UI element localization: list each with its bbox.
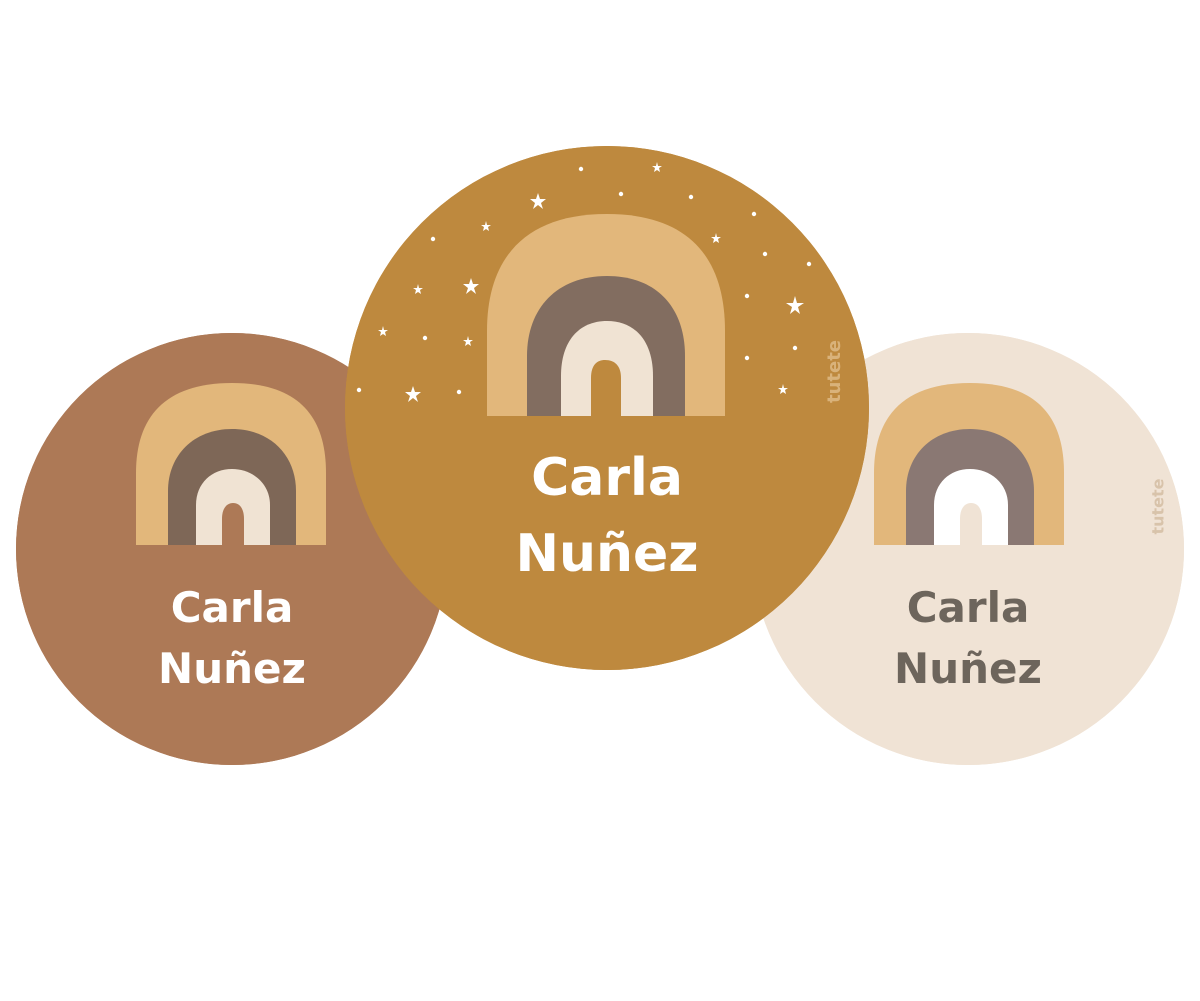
rainbow-icon	[345, 146, 869, 670]
sticker-name-line1: Carla	[531, 448, 683, 508]
sticker-center: tutete Carla Nuñez	[345, 146, 869, 670]
sticker-name-line2: Nuñez	[158, 644, 306, 693]
sticker-name-line2: Nuñez	[894, 644, 1042, 693]
sticker-name-line2: Nuñez	[515, 524, 699, 584]
stars-decoration	[356, 162, 812, 402]
sticker-name-line1: Carla	[170, 583, 294, 632]
sticker-name-line1: Carla	[906, 583, 1030, 632]
brand-logo: tutete	[1148, 478, 1168, 535]
brand-logo: tutete	[824, 339, 846, 404]
